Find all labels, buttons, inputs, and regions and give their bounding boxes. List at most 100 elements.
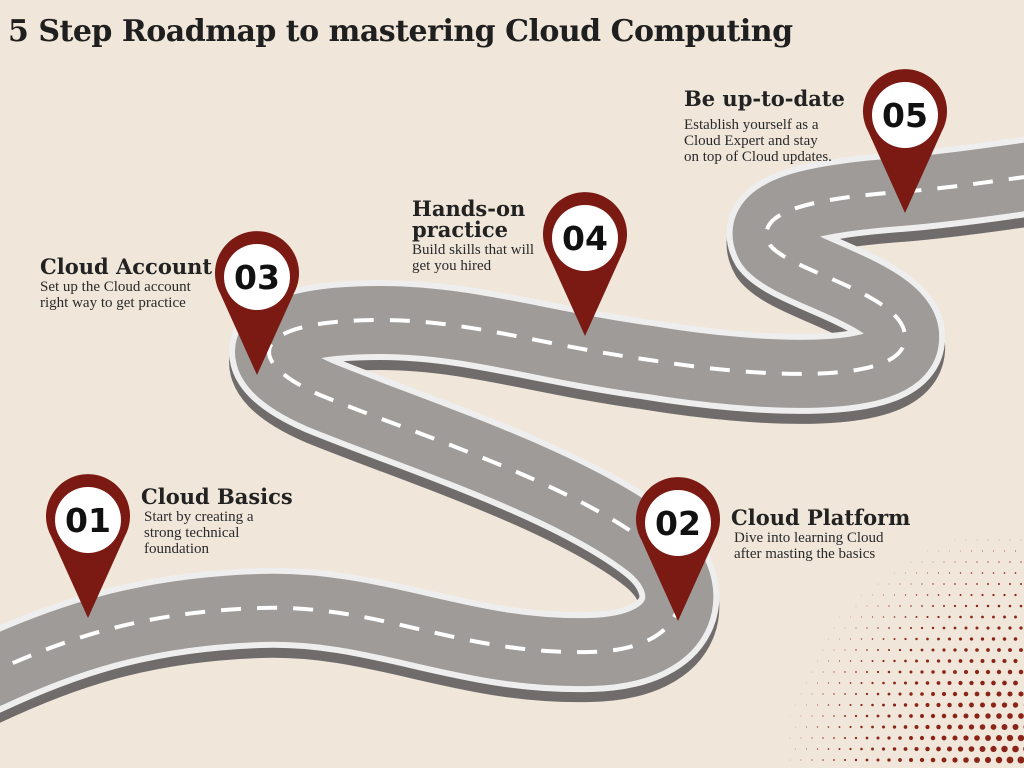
halftone-dot [949,550,950,552]
halftone-dot [1019,626,1023,630]
halftone-dot [882,659,885,663]
halftone-dot [849,660,852,662]
halftone-dot [969,637,974,641]
halftone-dot [1008,604,1012,608]
halftone-dot [838,748,841,750]
halftone-dot [970,572,973,574]
halftone-dot [954,583,956,585]
halftone-dot [849,638,852,640]
step-card-hands-on-practice: Hands-on practice Build skills that will… [412,198,542,274]
halftone-dot [931,670,935,674]
halftone-dot [932,561,934,563]
halftone-dot [855,693,857,695]
halftone-dot [866,671,868,673]
halftone-dot [800,737,802,739]
halftone-dot [855,649,857,651]
halftone-dot [827,704,830,706]
step-card-cloud-basics: Cloud Basics Start by creating a strong … [141,486,311,557]
halftone-dot [887,736,891,740]
halftone-dot [953,604,957,608]
halftone-dot [976,583,978,585]
halftone-dot [980,637,985,641]
halftone-dot [1019,604,1023,608]
halftone-dot [909,736,913,740]
halftone-dot [1018,691,1024,697]
step-description: Start by creating a strong technical fou… [144,509,254,557]
halftone-dot [930,713,936,719]
halftone-dot [904,616,907,618]
halftone-dot [844,693,846,695]
halftone-dot [925,681,930,685]
halftone-dot [953,626,957,630]
halftone-dot [909,670,913,674]
halftone-dot [947,681,952,685]
halftone-dot [894,572,895,574]
halftone-dot [865,758,869,762]
halftone-dot [838,682,841,684]
halftone-dot [860,747,863,751]
halftone-dot [963,735,969,741]
step-description: Dive into learning Cloud after masting t… [734,530,884,562]
halftone-dot [974,735,980,741]
halftone-dot [958,659,963,663]
halftone-dot [866,605,868,607]
halftone-dot [941,691,947,697]
halftone-dot [958,680,963,686]
halftone-dot [909,692,913,696]
halftone-dot [887,648,891,652]
halftone-dot [1013,680,1018,686]
halftone-dot [811,759,813,761]
halftone-dot [805,748,808,750]
halftone-dot [866,649,868,651]
halftone-dot [882,703,885,707]
halftone-dot [996,691,1002,697]
halftone-dot [948,615,951,619]
halftone-dot [932,605,934,607]
halftone-dot [974,669,980,675]
halftone-dot [1003,550,1006,552]
halftone-dot [888,605,890,607]
step-card-cloud-account: Cloud Account Set up the Cloud account r… [40,256,220,311]
halftone-dot [893,681,896,685]
halftone-dot [843,758,847,762]
step-marker-01: 01 [45,474,130,618]
halftone-dot [990,745,997,753]
halftone-dot [943,583,945,585]
halftone-dot [1002,637,1007,641]
halftone-dot [937,572,940,574]
halftone-dot [984,756,992,764]
halftone-dot [976,561,978,563]
halftone-dot [943,561,945,563]
halftone-dot [974,757,980,763]
halftone-dot [948,637,951,641]
pin-face [552,205,618,271]
halftone-dot [992,572,995,574]
step-number: 03 [234,258,280,297]
halftone-dot [1001,702,1008,708]
halftone-dot [1009,561,1011,563]
halftone-dot [899,627,901,629]
halftone-dot [998,583,1000,585]
halftone-dot [974,713,980,719]
halftone-dot [946,746,953,752]
halftone-dot [986,626,990,630]
halftone-dot [806,682,807,684]
halftone-dot [990,724,997,730]
halftone-dot [789,759,791,761]
halftone-dot [1019,648,1023,652]
halftone-dot [844,649,846,651]
pin-face [55,487,121,553]
halftone-dot [876,670,880,674]
halftone-dot [811,693,813,695]
halftone-dot [892,747,897,751]
halftone-dot [817,660,818,662]
halftone-dot [936,724,941,730]
halftone-dot [833,759,835,761]
halftone-dot [926,594,929,596]
halftone-dot [968,746,975,752]
halftone-dot [1009,583,1011,585]
halftone-dot [800,715,802,717]
halftone-dot [915,594,918,596]
halftone-dot [914,681,919,685]
halftone-dot [1012,723,1019,731]
